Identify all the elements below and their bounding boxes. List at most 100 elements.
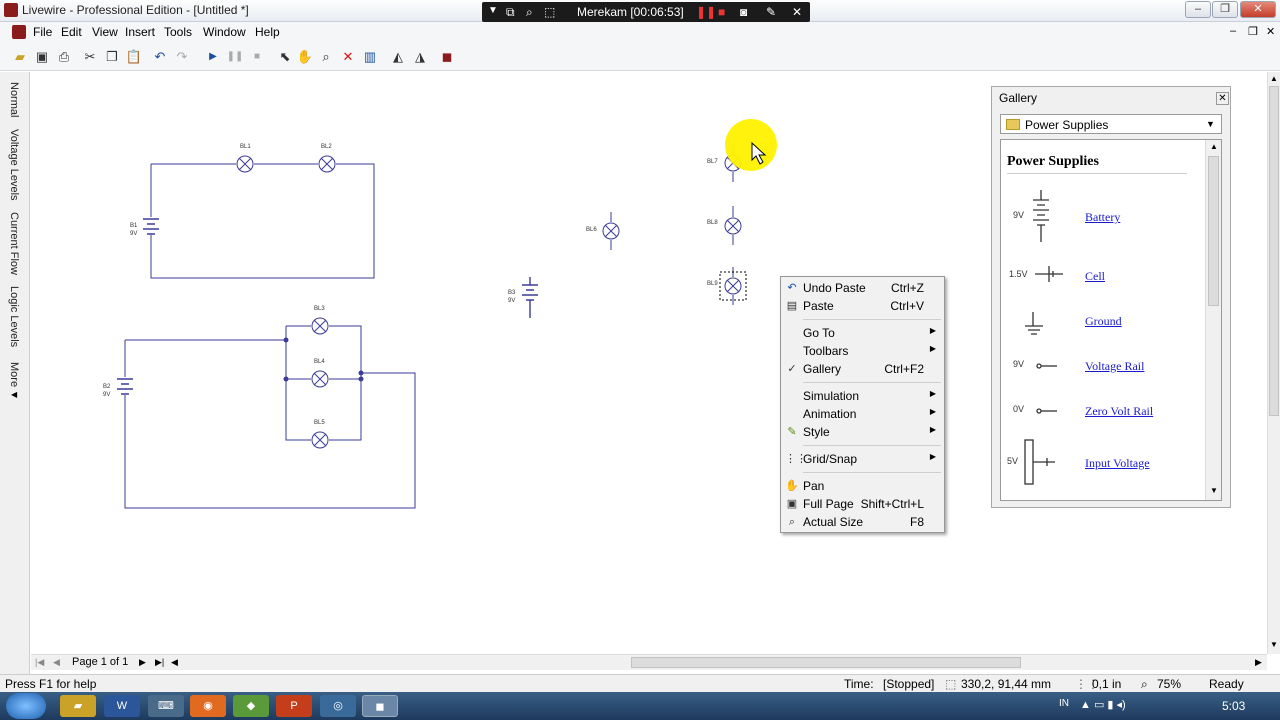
scroll-right-icon[interactable]: ▶ xyxy=(1255,657,1262,667)
last-page-icon[interactable]: ▶| xyxy=(155,657,165,667)
close-recorder-icon[interactable]: ✕ xyxy=(792,5,803,19)
word-icon[interactable]: W xyxy=(104,695,140,717)
menu-item-go-to[interactable]: Go To ▶ xyxy=(803,326,936,340)
restore-icon[interactable]: ⧉ xyxy=(506,5,515,19)
pause-sim-icon[interactable]: ❚❚ xyxy=(226,51,244,62)
menu-item-undo-paste[interactable]: ↶ Undo Paste Ctrl+Z xyxy=(781,279,944,297)
chrome-icon[interactable]: ◎ xyxy=(320,695,356,717)
camera-icon[interactable]: ◙ xyxy=(740,5,748,19)
graph-icon[interactable]: ▥ xyxy=(363,49,377,64)
gallery-item-input-voltage[interactable]: Input Voltage xyxy=(1085,456,1150,470)
scroll-up-icon[interactable]: ▲ xyxy=(1210,142,1218,151)
maximize-button[interactable]: ❐ xyxy=(1212,1,1238,18)
grid-icon: ⋮⋮ xyxy=(785,453,807,465)
cut-icon[interactable]: ✂ xyxy=(84,49,96,64)
mdi-restore-button[interactable]: ❐ xyxy=(1248,26,1258,38)
menu-item-simulation[interactable]: Simulation ▶ xyxy=(803,389,936,403)
start-button[interactable] xyxy=(6,693,46,719)
tabs-scroll-icon[interactable]: ◀ xyxy=(11,390,18,399)
stop-icon[interactable]: ■ xyxy=(718,5,726,19)
menu-window[interactable]: Window xyxy=(203,25,246,39)
zoom-icon[interactable]: ⌕ xyxy=(526,5,533,19)
gallery-item-cell[interactable]: Cell xyxy=(1085,269,1105,283)
menu-insert[interactable]: Insert xyxy=(125,25,156,39)
gallery-item-battery[interactable]: Battery xyxy=(1085,210,1121,224)
menu-item-grid-snap[interactable]: ⋮⋮ Grid/Snap ▶ xyxy=(785,452,936,466)
prev-page-icon[interactable]: ◀ xyxy=(53,657,60,667)
region-icon[interactable]: ⬚ xyxy=(544,5,556,19)
gallery-item-zero-volt-rail[interactable]: Zero Volt Rail xyxy=(1085,404,1154,418)
tab-more[interactable]: More xyxy=(8,362,20,388)
stop-sim-icon[interactable]: ■ xyxy=(253,51,261,62)
scroll-down-icon[interactable]: ▼ xyxy=(1270,640,1278,649)
tab-current-flow[interactable]: Current Flow xyxy=(8,212,20,275)
tray-icons[interactable]: ▲ ▭ ▮ ◂) xyxy=(1080,699,1126,711)
rotate-right-icon[interactable]: ◮ xyxy=(415,49,425,64)
scroll-down-icon[interactable]: ▼ xyxy=(1210,486,1218,495)
gallery-item-voltage-rail[interactable]: Voltage Rail xyxy=(1085,359,1145,373)
gallery-item-ground[interactable]: Ground xyxy=(1085,314,1122,328)
menu-item-animation[interactable]: Animation ▶ xyxy=(803,407,936,421)
battery-label-b2: B2 xyxy=(103,384,111,390)
vertical-scroll-thumb[interactable] xyxy=(1269,86,1279,416)
tab-voltage-levels[interactable]: Voltage Levels xyxy=(8,129,20,201)
gallery-close-button[interactable]: ✕ xyxy=(1216,92,1229,105)
first-page-icon[interactable]: |◀ xyxy=(35,657,45,667)
keyboard-icon[interactable]: ⌨ xyxy=(148,695,184,717)
select-icon[interactable]: ⬉ xyxy=(279,49,291,64)
livewire-taskbar-icon[interactable]: ◼ xyxy=(362,695,398,717)
dropdown-icon[interactable]: ▼ xyxy=(488,5,498,16)
menu-tools[interactable]: Tools xyxy=(164,25,193,39)
rotate-left-icon[interactable]: ◭ xyxy=(393,49,403,64)
zoom-tool-icon[interactable]: ⌕ xyxy=(322,49,330,64)
vertical-scrollbar[interactable]: ▲ ▼ xyxy=(1267,72,1280,654)
menu-view[interactable]: View xyxy=(92,25,118,39)
gallery-category-select[interactable]: Power Supplies ▼ xyxy=(1000,114,1222,134)
delete-icon[interactable]: ✕ xyxy=(342,49,354,64)
undo-icon[interactable]: ↶ xyxy=(154,49,166,64)
minimize-button[interactable]: – xyxy=(1185,1,1211,18)
menu-item-actual-size[interactable]: ⌕ Actual Size F8 xyxy=(781,513,944,531)
gallery-scroll-thumb[interactable] xyxy=(1208,156,1219,306)
print-icon[interactable]: ⎙ xyxy=(58,49,70,64)
next-page-icon[interactable]: ▶ xyxy=(139,657,146,667)
explorer-icon[interactable]: ▰ xyxy=(60,695,96,717)
components-icon[interactable]: ◼ xyxy=(441,49,453,64)
copy-icon[interactable]: ❐ xyxy=(106,49,118,64)
close-button[interactable]: ✕ xyxy=(1240,1,1276,18)
mdi-minimize-button[interactable]: – xyxy=(1230,25,1237,37)
save-icon[interactable]: ▣ xyxy=(35,49,49,64)
menu-item-gallery[interactable]: ✓ Gallery Ctrl+F2 xyxy=(781,360,944,378)
tab-normal[interactable]: Normal xyxy=(8,82,20,118)
menu-edit[interactable]: Edit xyxy=(61,25,82,39)
app-green-icon[interactable]: ◆ xyxy=(233,695,269,717)
horizontal-scroll-thumb[interactable] xyxy=(631,657,1021,668)
mdi-close-button[interactable]: ✕ xyxy=(1266,26,1276,38)
app-orange-icon[interactable]: ◉ xyxy=(190,695,226,717)
status-grid: 0,1 in xyxy=(1092,677,1122,691)
menu-help[interactable]: Help xyxy=(255,25,280,39)
powerpoint-icon[interactable]: P xyxy=(276,695,312,717)
status-state: Ready xyxy=(1209,677,1244,691)
menu-item-full-page[interactable]: ▣ Full Page Shift+Ctrl+L xyxy=(786,497,924,511)
pen-icon[interactable]: ✎ xyxy=(766,5,777,19)
view-mode-tabs: Normal Voltage Levels Current Flow Logic… xyxy=(0,72,30,676)
paste-icon[interactable]: 📋 xyxy=(125,49,143,64)
lamp-label-bl2: BL2 xyxy=(321,144,332,150)
status-coordinates: 330,2, 91,44 mm xyxy=(961,677,1052,691)
open-icon[interactable]: ▰ xyxy=(15,49,25,64)
pause-icon[interactable]: ❚❚ xyxy=(696,5,717,19)
play-icon[interactable]: ▶ xyxy=(209,51,217,62)
menu-item-paste[interactable]: ▤ Paste Ctrl+V xyxy=(786,299,924,313)
tab-logic-levels[interactable]: Logic Levels xyxy=(8,286,20,348)
language-indicator[interactable]: IN xyxy=(1059,698,1069,709)
hand-icon[interactable]: ✋ xyxy=(296,49,314,64)
menu-file[interactable]: File xyxy=(33,25,53,39)
scroll-left-icon[interactable]: ◀ xyxy=(171,657,178,667)
gallery-scrollbar[interactable]: ▲ ▼ xyxy=(1205,140,1221,500)
scroll-up-icon[interactable]: ▲ xyxy=(1270,74,1278,83)
menu-item-toolbars[interactable]: Toolbars ▶ xyxy=(803,344,936,358)
menu-item-pan[interactable]: ✋ Pan xyxy=(785,479,825,493)
menu-item-style[interactable]: ✎ Style ▶ xyxy=(781,423,944,441)
redo-icon[interactable]: ↷ xyxy=(176,49,188,64)
